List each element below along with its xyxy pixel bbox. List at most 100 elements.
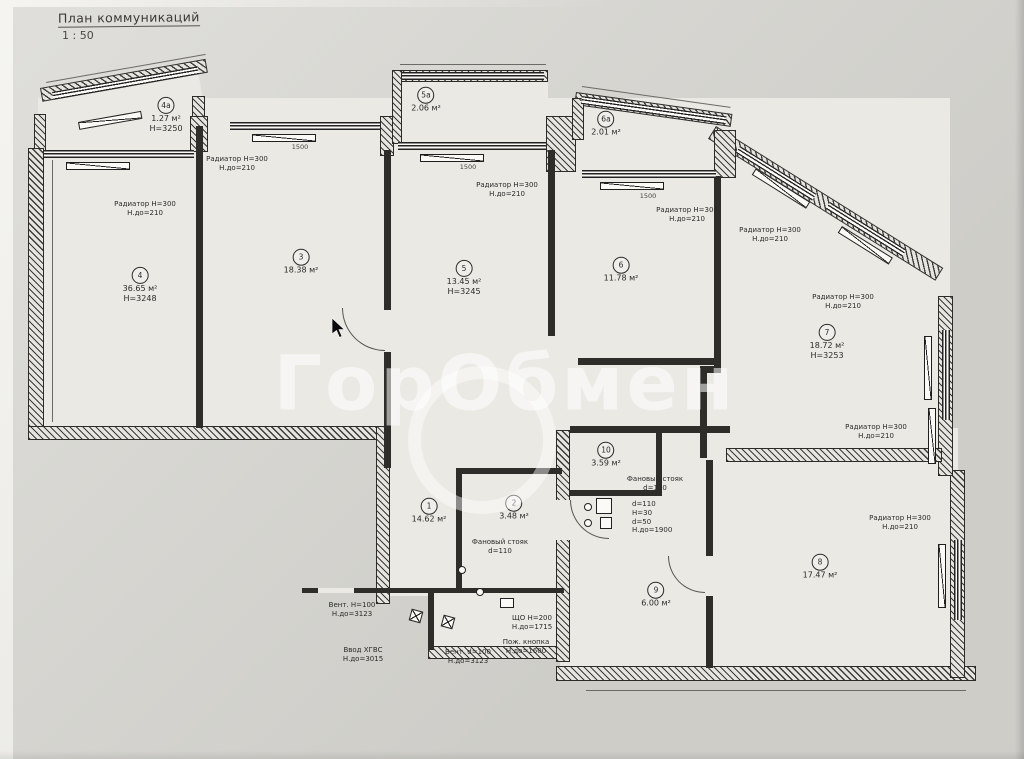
partition [384,352,391,468]
radiator [938,544,946,608]
vent-duct-label: Вент. d=100 Н.до=3123 [445,648,491,666]
label-line: Фановый стояк [626,475,684,483]
radiator [66,162,130,170]
partition [570,426,730,433]
label-line: Н.до=1900 [632,526,673,535]
scan-edge-top [0,0,615,7]
room-area: 11.78 м² [603,273,639,283]
dimension-text: 1500 [639,192,657,200]
room-number: 5а [417,86,435,104]
room-number: 6 [612,256,630,274]
wall [380,116,394,156]
pipe-symbol [476,588,484,596]
window [230,122,380,130]
room-number: 7 [818,323,836,341]
label-line: Н.до=210 [669,214,705,223]
room-label-3: 3 18.38 м² [283,248,319,276]
partition [196,126,203,428]
wall [28,148,44,440]
room-label-6: 6 11.78 м² [603,256,639,284]
label-line: Вент. Н=100 [328,601,376,609]
radiator [252,134,316,142]
vent-symbol [408,608,424,624]
room-area: 2.01 м² [591,127,621,137]
label-line: ЩО Н=200 [512,614,552,622]
label-line: Н.до=3123 [331,609,373,618]
radiator-label: Радиатор Н=300 Н.до=210 [476,181,538,199]
label-line: Радиатор Н=300 [656,206,718,214]
room-height: Н=3248 [123,293,157,303]
room-label-5a: 5а 2.06 м² [411,86,441,114]
pipe-symbol [584,519,592,527]
room-label-4: 4 36.65 м² Н=3248 [122,266,158,303]
floor-balcony-5a [398,74,548,142]
label-line: Радиатор Н=300 [476,181,538,189]
room-area: 18.38 м² [283,265,319,275]
label-line: d=110 [643,483,667,492]
label-line: d=110 [632,500,656,508]
room-number: 4а [157,96,175,114]
dimension-text: 1500 [291,143,309,151]
partition [700,366,707,458]
room-number: 5 [455,259,473,277]
partition [384,150,391,310]
radiator-label: Радиатор Н=300 Н.до=210 [845,423,907,441]
door-opening [318,588,354,593]
radiator-label: Радиатор Н=300 Н.до=210 [812,293,874,311]
dimension-line [400,64,546,65]
radiator [928,408,936,464]
radiator [600,182,664,190]
room-height: Н=3245 [447,286,481,296]
dimension-text: 1500 [459,163,477,171]
fire-button-label: Пож. кнопка Н.до=1600 [503,638,549,656]
room-area: 17.47 м² [802,570,838,580]
window [582,170,716,178]
hgvs-label: Ввод ХГВС Н.до=3015 [343,646,383,664]
radiator-label: Радиатор Н=300 Н.до=210 [869,514,931,532]
room-number: 4 [131,266,149,284]
room-area: 13.45 м² [446,276,482,286]
label-line: d=50 [632,517,652,526]
label-line: Н.до=210 [882,522,918,531]
wall [726,448,942,462]
panel-symbol [500,598,514,608]
drawing-title: План коммуникаций [57,9,200,28]
room-label-6a: 6а 2.01 м² [591,110,621,138]
room-label-1: 1 14.62 м² [411,497,447,525]
room-area: 3.48 м² [499,511,529,521]
room-number: 10 [597,441,615,459]
room-area: 14.62 м² [411,514,447,524]
wall [546,116,576,172]
radiator-label: Радиатор Н=300 Н.до=210 [656,206,718,224]
window [44,150,194,158]
room-area: 3.59 м² [591,458,621,468]
room-number: 3 [292,248,310,266]
wall [572,98,584,140]
label-line: Н.до=210 [127,208,163,217]
dimension-line [586,690,966,691]
label-line: Н.до=3015 [342,654,384,663]
wall [556,666,976,681]
room-label-5: 5 13.45 м² Н=3245 [446,259,482,296]
label-line: Пож. кнопка [502,638,550,646]
partition [570,490,662,496]
label-line: d=110 [488,546,512,555]
wall [28,426,390,440]
window [942,330,950,420]
stack-params-label: d=110 H=30 d=50 Н.до=1900 [632,500,672,535]
radiator-label: Радиатор Н=300 Н.до=210 [739,226,801,244]
partition [578,358,716,365]
label-line: Вент. d=100 [445,648,491,656]
partition [456,468,462,590]
scan-edge-right [1015,0,1024,759]
drawing-scale: 1 : 50 [62,29,94,42]
label-line: Фановый стояк [471,538,529,546]
wall [34,114,46,152]
window [954,540,962,620]
wall [556,430,570,662]
wall [714,130,736,178]
label-line: Радиатор Н=300 [869,514,931,522]
room-area: 36.65 м² [122,283,158,293]
room-label-7: 7 18.72 м² Н=3253 [810,323,844,360]
